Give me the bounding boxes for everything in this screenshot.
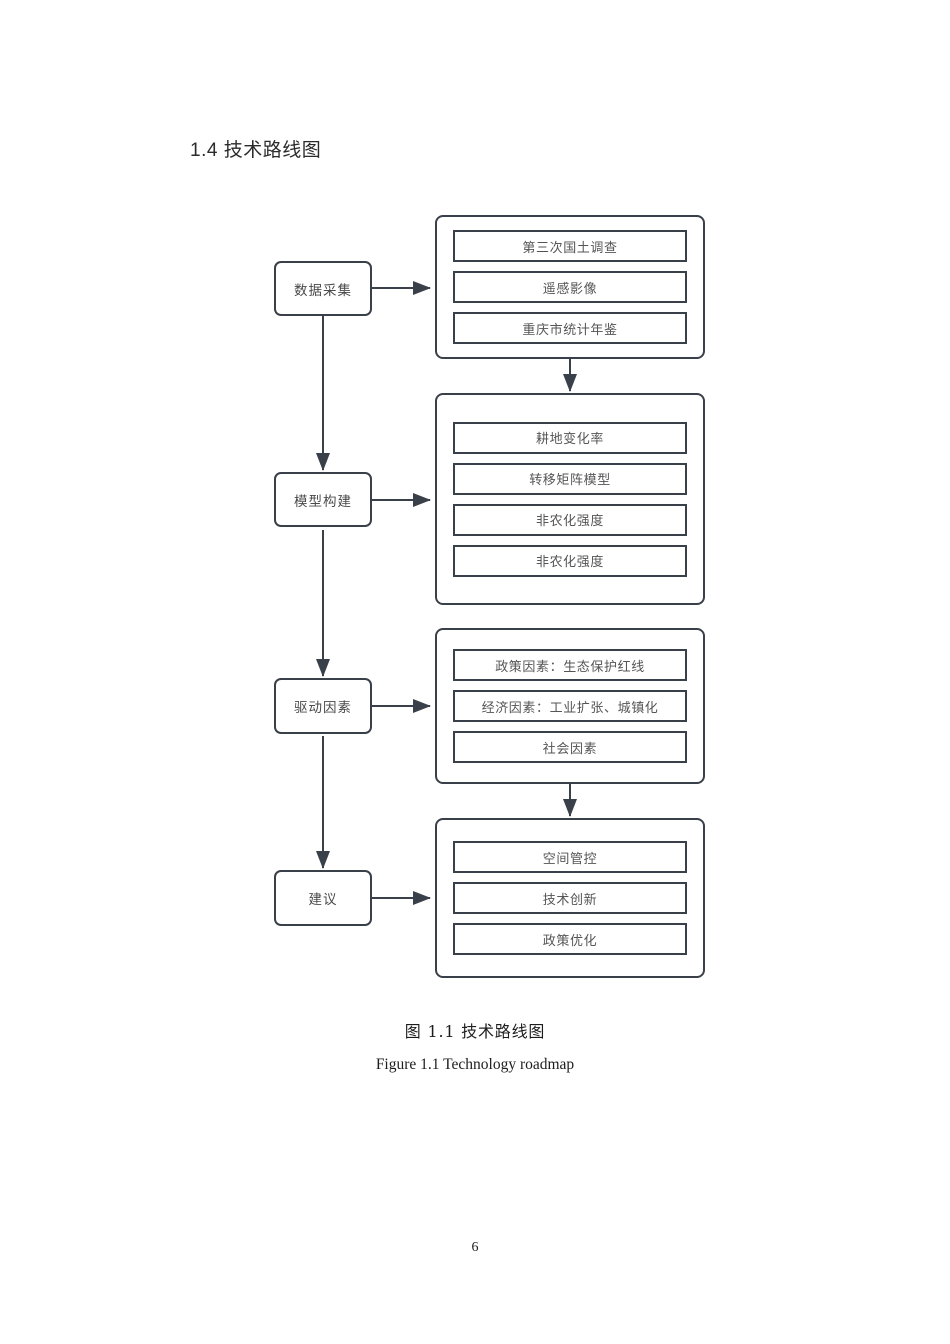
- list-item[interactable]: 技术创新: [453, 882, 687, 914]
- figure-caption-english: Figure 1.1 Technology roadmap: [375, 1056, 575, 1073]
- item-label: 转移矩阵模型: [529, 473, 611, 488]
- group-box-data-sources: 第三次国土调查 遥感影像 重庆市统计年鉴: [435, 215, 705, 359]
- item-label: 政策因素：生态保护红线: [495, 659, 645, 675]
- stage-node-label: 驱动因素: [294, 700, 352, 716]
- stage-node-data-collection[interactable]: 数据采集: [274, 261, 372, 316]
- page-title: 1.4 技术路线图: [190, 140, 322, 161]
- stage-node-recommendations[interactable]: 建议: [274, 870, 372, 926]
- item-label: 经济因素：工业扩张、城镇化: [481, 700, 659, 716]
- list-item[interactable]: 非农化强度: [453, 544, 687, 577]
- list-item[interactable]: 耕地变化率: [453, 421, 687, 454]
- group-box-factors: 政策因素：生态保护红线 经济因素：工业扩张、城镇化 社会因素: [435, 628, 705, 784]
- page-number: 6: [471, 1240, 479, 1255]
- group-box-suggestions: 空间管控 技术创新 政策优化: [435, 818, 705, 978]
- stage-node-label: 建议: [308, 892, 338, 908]
- stage-node-label: 数据采集: [294, 282, 352, 299]
- list-item[interactable]: 重庆市统计年鉴: [453, 312, 687, 344]
- item-label: 第三次国土调查: [522, 240, 618, 256]
- list-item[interactable]: 经济因素：工业扩张、城镇化: [453, 690, 687, 722]
- list-item[interactable]: 转移矩阵模型: [453, 462, 687, 495]
- stage-node-label: 模型构建: [294, 493, 352, 510]
- figure-caption-chinese: 图 1.1 技术路线图: [404, 1022, 546, 1041]
- technology-roadmap-figure: 数据采集 模型构建 驱动因素 建议 第三次国土调查 遥感影像 重庆市统计年鉴: [274, 215, 705, 978]
- stage-node-model-construction[interactable]: 模型构建: [274, 472, 372, 527]
- item-label: 遥感影像: [542, 281, 598, 297]
- item-label: 政策优化: [542, 933, 598, 949]
- list-item[interactable]: 第三次国土调查: [453, 230, 687, 262]
- item-label: 非农化强度: [535, 514, 604, 529]
- item-label: 技术创新: [542, 892, 598, 908]
- item-label: 社会因素: [542, 741, 598, 757]
- list-item[interactable]: 空间管控: [453, 841, 687, 873]
- item-label: 空间管控: [542, 851, 598, 867]
- item-label: 耕地变化率: [535, 432, 604, 447]
- item-label: 非农化强度: [535, 555, 604, 570]
- list-item[interactable]: 遥感影像: [453, 271, 687, 303]
- stage-node-driving-factors[interactable]: 驱动因素: [274, 678, 372, 734]
- list-item[interactable]: 政策因素：生态保护红线: [453, 649, 687, 681]
- item-label: 重庆市统计年鉴: [522, 322, 618, 338]
- list-item[interactable]: 非农化强度: [453, 503, 687, 536]
- group-box-models: 耕地变化率 转移矩阵模型 非农化强度 非农化强度: [435, 393, 705, 605]
- list-item[interactable]: 社会因素: [453, 731, 687, 763]
- list-item[interactable]: 政策优化: [453, 923, 687, 955]
